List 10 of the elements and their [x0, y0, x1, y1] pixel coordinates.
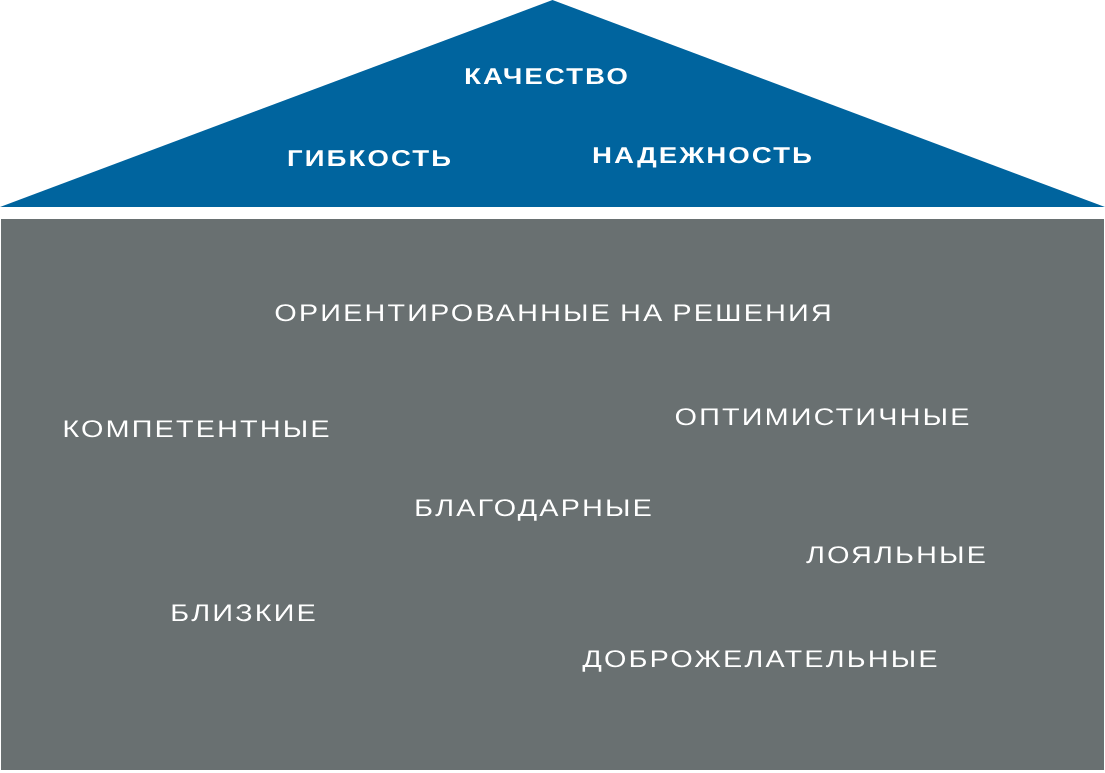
wall-label: ДОБРОЖЕЛАТЕЛЬНЫЕ	[582, 650, 937, 672]
roof-label: КАЧЕСТВО	[465, 67, 627, 85]
wall-label: КОМПЕТЕНТНЫЕ	[64, 420, 329, 438]
wall-label: ОПТИМИСТИЧНЫЕ	[675, 408, 969, 426]
wall-label: БЛИЗКИЕ	[172, 604, 315, 622]
wall-label: ЛОЯЛЬНЫЕ	[806, 546, 985, 564]
wall-label: ОРИЕНТИРОВАННЫЕ НА РЕШЕНИЯ	[275, 304, 830, 322]
roof-label: НАДЕЖНОСТЬ	[593, 146, 811, 168]
wall-label: БЛАГОДАРНЫЕ	[416, 499, 651, 521]
roof-label: ГИБКОСТЬ	[288, 149, 451, 167]
